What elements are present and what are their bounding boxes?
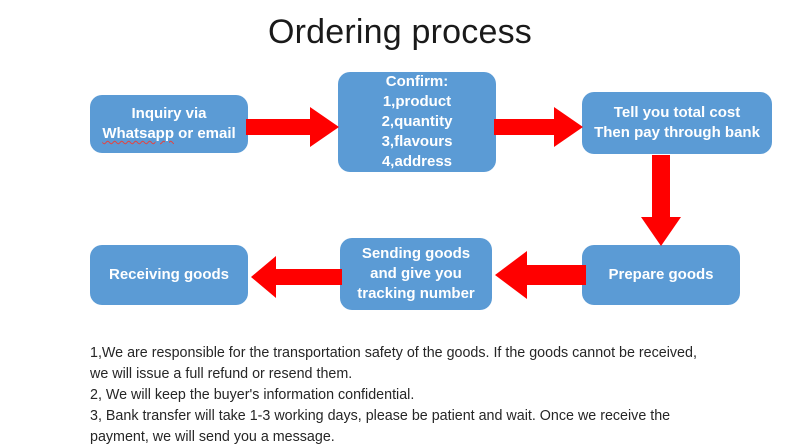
- terms-notes: 1,We are responsible for the transportat…: [90, 343, 770, 448]
- confirm-node-label: Confirm: 1,product 2,quantity 3,flavours…: [344, 72, 490, 172]
- inquiry-line-2: Whatsapp or email: [96, 124, 242, 144]
- note-3-line-1: 3, Bank transfer will take 1-3 working d…: [90, 408, 671, 425]
- total-cost-node-label: Tell you total cost Then pay through ban…: [588, 103, 766, 143]
- arrow-right-icon-inquiry-to-confirm: [246, 106, 340, 148]
- page-title: Ordering process: [268, 13, 532, 51]
- prepare-goods-node-label: Prepare goods: [588, 265, 734, 285]
- receiving-goods-line-1: Receiving goods: [108, 266, 230, 284]
- confirm-line-1: Confirm:: [385, 73, 449, 91]
- receiving-goods-node-label: Receiving goods: [96, 265, 242, 285]
- confirm-line-2: 1,product: [382, 93, 452, 111]
- prepare-goods-node[interactable]: Prepare goods: [582, 245, 740, 305]
- sending-goods-node-label: Sending goods and give you tracking numb…: [346, 244, 486, 304]
- arrow-left-icon-prepare-to-sending: [494, 250, 586, 300]
- inquiry-line-1: Inquiry via: [131, 105, 207, 123]
- inquiry-line-2-suffix: or email: [173, 125, 236, 142]
- arrow-down-icon-cost-to-prepare: [640, 155, 682, 247]
- receiving-goods-node[interactable]: Receiving goods: [90, 245, 248, 305]
- sending-goods-line-3: tracking number: [357, 284, 475, 302]
- confirm-line-4: 3,flavours: [381, 132, 453, 150]
- confirm-line-5: 4,address: [381, 152, 453, 170]
- confirm-line-3: 2,quantity: [381, 113, 453, 131]
- total-cost-line-1: Tell you total cost: [613, 104, 741, 122]
- whatsapp-misspelled-word: Whatsapp: [102, 125, 174, 142]
- note-3-line-2: payment, we will send you a message.: [90, 429, 335, 446]
- sending-goods-node[interactable]: Sending goods and give you tracking numb…: [340, 238, 492, 310]
- arrow-left-icon-sending-to-receiving: [250, 255, 342, 299]
- note-1-line-2: we will issue a full refund or resend th…: [90, 366, 353, 383]
- note-1-line-1: 1,We are responsible for the transportat…: [90, 345, 697, 361]
- arrow-right-icon-confirm-to-cost: [494, 106, 584, 148]
- inquiry-node-label: Inquiry via Whatsapp or email: [96, 104, 242, 144]
- confirm-node[interactable]: Confirm: 1,product 2,quantity 3,flavours…: [338, 72, 496, 172]
- note-2: 2, We will keep the buyer's information …: [90, 387, 415, 404]
- total-cost-node[interactable]: Tell you total cost Then pay through ban…: [582, 92, 772, 154]
- prepare-goods-line-1: Prepare goods: [608, 266, 714, 284]
- sending-goods-line-1: Sending goods: [361, 245, 471, 263]
- total-cost-line-2: Then pay through bank: [594, 124, 760, 141]
- inquiry-node[interactable]: Inquiry via Whatsapp or email: [90, 95, 248, 153]
- sending-goods-line-2: and give you: [370, 265, 462, 283]
